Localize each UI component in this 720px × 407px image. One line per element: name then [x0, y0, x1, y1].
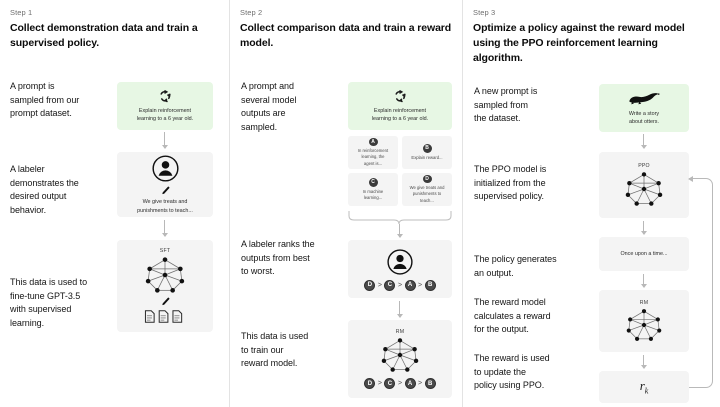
- step-3-prompt-panel: Write a story about otters.: [599, 84, 689, 132]
- step-1-title: Collect demonstration data and train a s…: [10, 22, 198, 49]
- step-2-caption-2: A labeler ranks the outputs from best to…: [241, 239, 315, 276]
- step-1-caption-2: A labeler demonstrates the desired outpu…: [10, 164, 79, 215]
- arrow-1-1: [161, 132, 168, 149]
- rm-rank-badge-2: C: [384, 378, 396, 389]
- rank-gt-3: >: [418, 281, 423, 289]
- step-2-caption-1: A prompt and several model outputs are s…: [241, 81, 297, 132]
- output-text-c: In machine learning...: [362, 188, 384, 200]
- step-1-sft-panel: SFT: [117, 240, 213, 332]
- output-badge-d: D: [422, 175, 432, 184]
- step-3-ppo-panel: PPO: [599, 152, 689, 218]
- step-1-sft-tag: SFT: [159, 248, 171, 254]
- neural-net-icon: [622, 170, 666, 208]
- arrow-3-2: [640, 221, 647, 235]
- arrow-2-1: [396, 224, 403, 238]
- step-3-output-text: Once upon a time...: [620, 250, 668, 257]
- step-2-rm-tag: RM: [395, 329, 405, 335]
- neural-net-icon: [623, 307, 665, 343]
- step-2-prompt-text: Explain reinforcement learning to a 6 ye…: [371, 107, 429, 122]
- step-3-rm-tag: RM: [639, 299, 649, 306]
- step-3-prompt-text: Write a story about otters.: [628, 110, 660, 125]
- step-1-prompt-panel: Explain reinforcement learning to a 6 ye…: [117, 82, 213, 130]
- output-card-b: B Explain reward...: [402, 136, 452, 169]
- step-3-rm-panel: RM: [599, 290, 689, 352]
- ppo-feedback-loop-arrow: [688, 175, 713, 388]
- step-3-caption-1: A new prompt is sampled from the dataset…: [474, 86, 538, 123]
- arrow-3-4: [640, 355, 647, 369]
- step-2-outputs-grid: A In reinforcement learning, the agent i…: [348, 136, 452, 206]
- step-1-caption-1: A prompt is sampled from our prompt data…: [10, 81, 80, 118]
- step-2-label: Step 2: [240, 8, 263, 17]
- rm-rank-gt-3: >: [418, 380, 423, 387]
- person-icon: [386, 248, 414, 276]
- step-3-caption-4: The reward model calculates a reward for…: [474, 297, 551, 334]
- arrow-1-2: [161, 220, 168, 237]
- reward-subscript: k: [644, 386, 649, 396]
- step-2-ranking-row: D > C > A > B: [364, 279, 436, 291]
- rank-badge-2: C: [384, 279, 396, 291]
- output-card-a: A In reinforcement learning, the agent i…: [348, 136, 398, 169]
- step-3-column: Step 3 Optimize a policy against the rew…: [462, 0, 720, 407]
- step-2-labeler-panel: D > C > A > B: [348, 240, 452, 298]
- step-1-labeler-panel: We give treats and punishments to teach.…: [117, 152, 213, 217]
- step-2-rm-ranking-row: D > C > A > B: [364, 378, 436, 389]
- output-card-d: D We give treats and punishments to teac…: [402, 173, 452, 206]
- pencil-icon: [160, 185, 171, 196]
- step-3-caption-5: The reward is used to update the policy …: [474, 353, 550, 390]
- reward-symbol: r: [639, 378, 645, 394]
- step-2-title: Collect comparison data and train a rewa…: [240, 22, 452, 49]
- rank-gt-2: >: [397, 281, 403, 289]
- neural-net-icon: [378, 336, 422, 374]
- reward-formula: rk: [640, 378, 649, 396]
- step-2-column: Step 2 Collect comparison data and train…: [229, 0, 462, 407]
- rm-rank-badge-1: D: [364, 378, 376, 389]
- arrow-3-1: [640, 134, 647, 149]
- output-text-d: We give treats and punishments to teach.…: [409, 185, 445, 203]
- recycle-icon: [393, 89, 407, 103]
- rm-rank-gt-2: >: [397, 380, 403, 387]
- rank-badge-3: A: [404, 279, 416, 291]
- step-3-label: Step 3: [473, 8, 496, 17]
- step-1-caption-3: This data is used to fine-tune GPT-3.5 w…: [10, 277, 88, 328]
- output-badge-a: A: [368, 138, 378, 147]
- rank-badge-1: D: [364, 279, 376, 291]
- otter-icon: [627, 90, 661, 105]
- step-3-output-panel: Once upon a time...: [599, 237, 689, 271]
- step-3-caption-3: The policy generates an output.: [474, 254, 557, 278]
- pencil-icon: [160, 296, 171, 307]
- recycle-icon: [158, 89, 172, 103]
- step-1-column: Step 1 Collect demonstration data and tr…: [0, 0, 229, 407]
- arrow-2-2: [396, 301, 403, 318]
- rm-rank-badge-3: A: [404, 378, 416, 389]
- rm-rank-badge-4: B: [424, 378, 436, 389]
- rm-rank-gt-1: >: [377, 380, 382, 387]
- arrow-3-3: [640, 274, 647, 288]
- step-3-caption-2: The PPO model is initialized from the su…: [474, 164, 547, 201]
- person-icon: [151, 154, 180, 183]
- output-card-c: C In machine learning...: [348, 173, 398, 206]
- output-text-a: In reinforcement learning, the agent is.…: [357, 148, 389, 166]
- step-3-reward-panel: rk: [599, 371, 689, 403]
- gather-brace: [348, 210, 452, 226]
- step-1-label: Step 1: [10, 8, 33, 17]
- step-1-prompt-text: Explain reinforcement learning to a 6 ye…: [136, 107, 194, 122]
- rank-badge-4: B: [424, 279, 436, 291]
- step-1-labeler-text: We give treats and punishments to teach.…: [137, 199, 193, 214]
- step-2-rm-panel: RM: [348, 320, 452, 398]
- step-2-caption-3: This data is used to train our reward mo…: [241, 331, 309, 368]
- documents-icon: [144, 309, 186, 324]
- output-text-b: Explain reward...: [411, 154, 443, 160]
- step-2-prompt-panel: Explain reinforcement learning to a 6 ye…: [348, 82, 452, 130]
- step-3-ppo-tag: PPO: [638, 162, 650, 169]
- step-3-title: Optimize a policy against the reward mod…: [473, 22, 685, 64]
- output-badge-c: C: [368, 177, 378, 187]
- rank-gt-1: >: [377, 281, 382, 289]
- output-badge-b: B: [422, 143, 432, 153]
- neural-net-icon: [142, 255, 188, 295]
